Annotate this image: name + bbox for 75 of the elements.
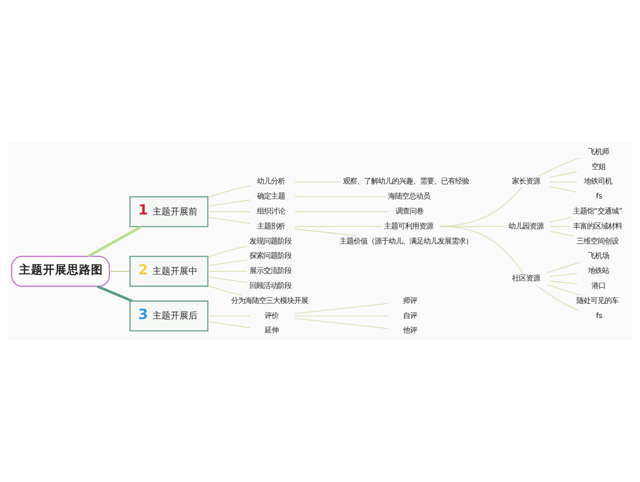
connector xyxy=(439,226,506,227)
connector xyxy=(550,181,578,182)
connector xyxy=(208,259,248,266)
connector xyxy=(550,186,578,192)
connector xyxy=(294,317,389,328)
connector xyxy=(208,245,248,257)
node-text: 三维空间创设 xyxy=(576,236,619,245)
node-text: 探索问题阶段 xyxy=(250,250,292,260)
node-text: 主题价值（源于幼儿、满足幼儿发展需求） xyxy=(339,236,472,245)
connector xyxy=(96,284,133,302)
node-text: 调查问卷 xyxy=(395,206,424,216)
node-text: fs xyxy=(596,310,603,320)
node-text: 组织讨论 xyxy=(257,206,286,216)
node-text: 主题剖析 xyxy=(257,220,286,230)
node-text: 发现问题阶段 xyxy=(250,236,292,245)
node-text: 家长资源 xyxy=(512,176,540,186)
connector xyxy=(294,226,382,227)
connector xyxy=(294,302,389,314)
node-text: 他评 xyxy=(402,325,417,334)
connector xyxy=(208,276,248,283)
node-box: 2 主题开展中 xyxy=(130,255,208,286)
node-text: 飞机师 xyxy=(588,146,609,156)
node-text: 随处可见的车 xyxy=(576,295,619,304)
node-text: 幼儿园资源 xyxy=(508,220,544,230)
node-text: 展示交流阶段 xyxy=(250,266,292,275)
connector xyxy=(294,315,389,316)
connector xyxy=(550,272,578,276)
connector xyxy=(538,157,580,176)
connector xyxy=(208,315,250,316)
connector xyxy=(208,270,248,272)
node-text: 主题馆“交通城” xyxy=(572,206,623,216)
node-text: 师评 xyxy=(402,295,417,304)
node-text: 地铁站 xyxy=(588,266,609,275)
connector xyxy=(208,199,250,206)
node-text: 评价 xyxy=(264,310,279,320)
node-text: 分为海陆空三大模块开展 xyxy=(231,295,308,304)
connector xyxy=(294,228,357,236)
node-text: fs xyxy=(596,191,603,200)
connector xyxy=(550,170,578,178)
connector xyxy=(546,284,581,296)
connector xyxy=(294,210,389,212)
node-text: 幼儿分析 xyxy=(257,176,286,186)
node-text: 确定主题 xyxy=(257,191,286,200)
node-box: 1 主题开展前 xyxy=(130,196,208,227)
node-text: 社区资源 xyxy=(512,273,540,282)
connector xyxy=(546,261,581,273)
node-text: 空姐 xyxy=(591,161,606,170)
node-text: 主题可利用资源 xyxy=(384,220,434,230)
connector xyxy=(109,270,130,272)
node-text: 回顾活动阶段 xyxy=(250,280,292,290)
node-box: 主题开展思路图 xyxy=(11,255,110,286)
connector xyxy=(208,284,242,296)
node-text: 海陆空总动员 xyxy=(388,191,430,200)
connector xyxy=(550,216,572,222)
connector xyxy=(208,320,250,328)
connector xyxy=(439,186,522,227)
connector xyxy=(550,230,574,236)
connector xyxy=(208,210,250,212)
node-text: 延伸 xyxy=(264,325,279,334)
connector xyxy=(208,184,250,198)
connector xyxy=(294,181,342,182)
connector xyxy=(535,284,579,310)
node-text: 自评 xyxy=(402,310,417,320)
connector xyxy=(294,196,386,197)
node-text: 丰富的区域材料 xyxy=(572,220,622,230)
connector xyxy=(208,216,250,224)
node-text: 港口 xyxy=(591,280,606,290)
node-text: 地铁司机 xyxy=(584,176,612,186)
connector xyxy=(439,224,524,273)
connector xyxy=(550,226,571,227)
connector xyxy=(550,280,578,284)
node-text: 飞机场 xyxy=(588,250,609,260)
node-text: 观察、了解幼儿的兴趣、需要、已有经验 xyxy=(343,176,470,186)
connector xyxy=(88,225,142,257)
node-box: 3 主题开展后 xyxy=(130,300,208,331)
